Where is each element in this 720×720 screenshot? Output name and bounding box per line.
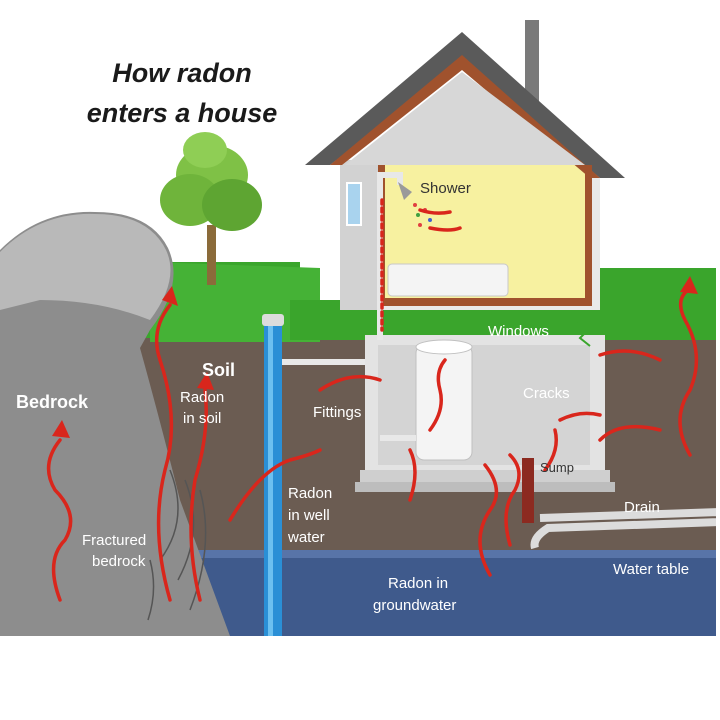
fracture-lines: [147, 469, 207, 621]
label-fractured-2: bedrock: [92, 553, 146, 570]
basement-interior: [378, 345, 590, 465]
radon-arrows: [46, 198, 699, 602]
water-well: [262, 314, 284, 636]
drain-pipe: [530, 507, 720, 550]
label-radon-well-2: in well: [288, 507, 330, 524]
attic: [345, 72, 585, 165]
label-radon-well-1: Radon: [288, 485, 332, 502]
label-shower: Shower: [420, 180, 471, 197]
side-window: [346, 182, 362, 226]
label-fractured-1: Fractured: [82, 532, 146, 549]
label-groundwater-1: Radon in: [388, 575, 448, 592]
label-groundwater-2: groundwater: [373, 597, 456, 614]
label-soil: Soil: [202, 360, 235, 380]
label-bedrock: Bedrock: [16, 392, 89, 412]
label-cracks: Cracks: [523, 385, 570, 402]
basement-footing: [355, 482, 615, 492]
window-gap: [577, 321, 591, 347]
tree-icon: [160, 132, 262, 285]
grass-right: [590, 268, 720, 340]
label-fittings: Fittings: [313, 404, 361, 421]
label-radon-in-soil-1: Radon: [180, 389, 224, 406]
water-heater-icon: [415, 339, 473, 461]
groundwater-highlight: [0, 548, 720, 558]
label-windows: Windows: [488, 323, 549, 340]
sump-pipe: [522, 458, 534, 523]
label-radon-well-3: water: [287, 529, 325, 546]
bedrock-top: [0, 213, 171, 320]
floor-beam: [380, 298, 592, 306]
shower-pipe: [377, 172, 403, 340]
title-line2: enters a house: [87, 98, 278, 128]
title-line1: How radon: [112, 58, 252, 88]
label-water-table: Water table: [613, 561, 689, 578]
label-drain: Drain: [624, 499, 660, 516]
shower-icon: [398, 182, 432, 227]
label-sump: Sump: [540, 460, 574, 475]
bathtub: [387, 263, 509, 297]
wall-trim-right: [585, 165, 592, 305]
label-radon-in-soil-2: in soil: [183, 410, 221, 427]
bedrock-layer: [0, 211, 230, 636]
right-edge: [716, 0, 720, 720]
